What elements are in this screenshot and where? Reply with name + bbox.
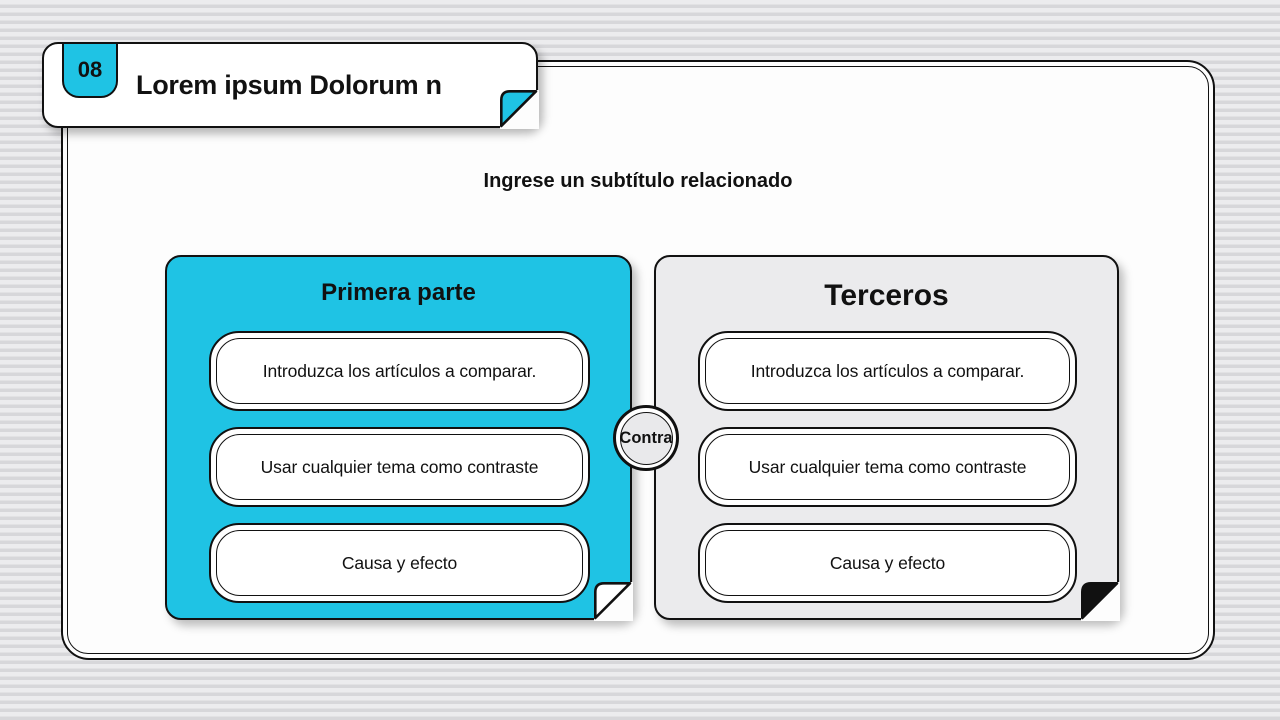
slide-number-badge: 08 — [62, 44, 118, 98]
placeholder-pill[interactable]: Usar cualquier tema como contraste — [698, 427, 1077, 507]
panel-title[interactable]: Terceros — [824, 279, 949, 312]
pill-label: Causa y efecto — [829, 552, 946, 573]
pill-label: Introduzca los artículos a comparar. — [750, 360, 1025, 381]
slide-title[interactable]: Lorem ipsum Dolorum n — [136, 69, 442, 100]
corner-fold-icon — [1080, 581, 1120, 621]
pill-label: Introduzca los artículos a comparar. — [262, 360, 537, 381]
placeholder-pill[interactable]: Causa y efecto — [698, 523, 1077, 603]
placeholder-pill[interactable]: Introduzca los artículos a comparar. — [209, 331, 590, 411]
pill-stack: Introduzca los artículos a comparar. Usa… — [698, 331, 1077, 603]
corner-fold-icon — [593, 581, 633, 621]
pill-label: Usar cualquier tema como contraste — [748, 456, 1027, 477]
slide-title-card: 08 Lorem ipsum Dolorum n — [42, 42, 539, 129]
pill-label: Usar cualquier tema como contraste — [260, 456, 539, 477]
placeholder-pill[interactable]: Introduzca los artículos a comparar. — [698, 331, 1077, 411]
slide-subtitle[interactable]: Ingrese un subtítulo relacionado — [483, 170, 793, 192]
placeholder-pill[interactable]: Usar cualquier tema como contraste — [209, 427, 590, 507]
versus-label: Contra — [619, 428, 673, 447]
corner-fold-icon — [499, 89, 539, 129]
pill-label: Causa y efecto — [341, 552, 458, 573]
panel-terceros: Terceros Introduzca los artículos a comp… — [654, 255, 1120, 621]
placeholder-pill[interactable]: Causa y efecto — [209, 523, 590, 603]
panel-primera-parte: Primera parte Introduzca los artículos a… — [165, 255, 633, 621]
panel-title[interactable]: Primera parte — [321, 279, 476, 306]
slide-body-card: Ingrese un subtítulo relacionado Primera… — [61, 60, 1215, 660]
pill-stack: Introduzca los artículos a comparar. Usa… — [209, 331, 590, 603]
versus-circle[interactable]: Contra — [613, 405, 679, 471]
